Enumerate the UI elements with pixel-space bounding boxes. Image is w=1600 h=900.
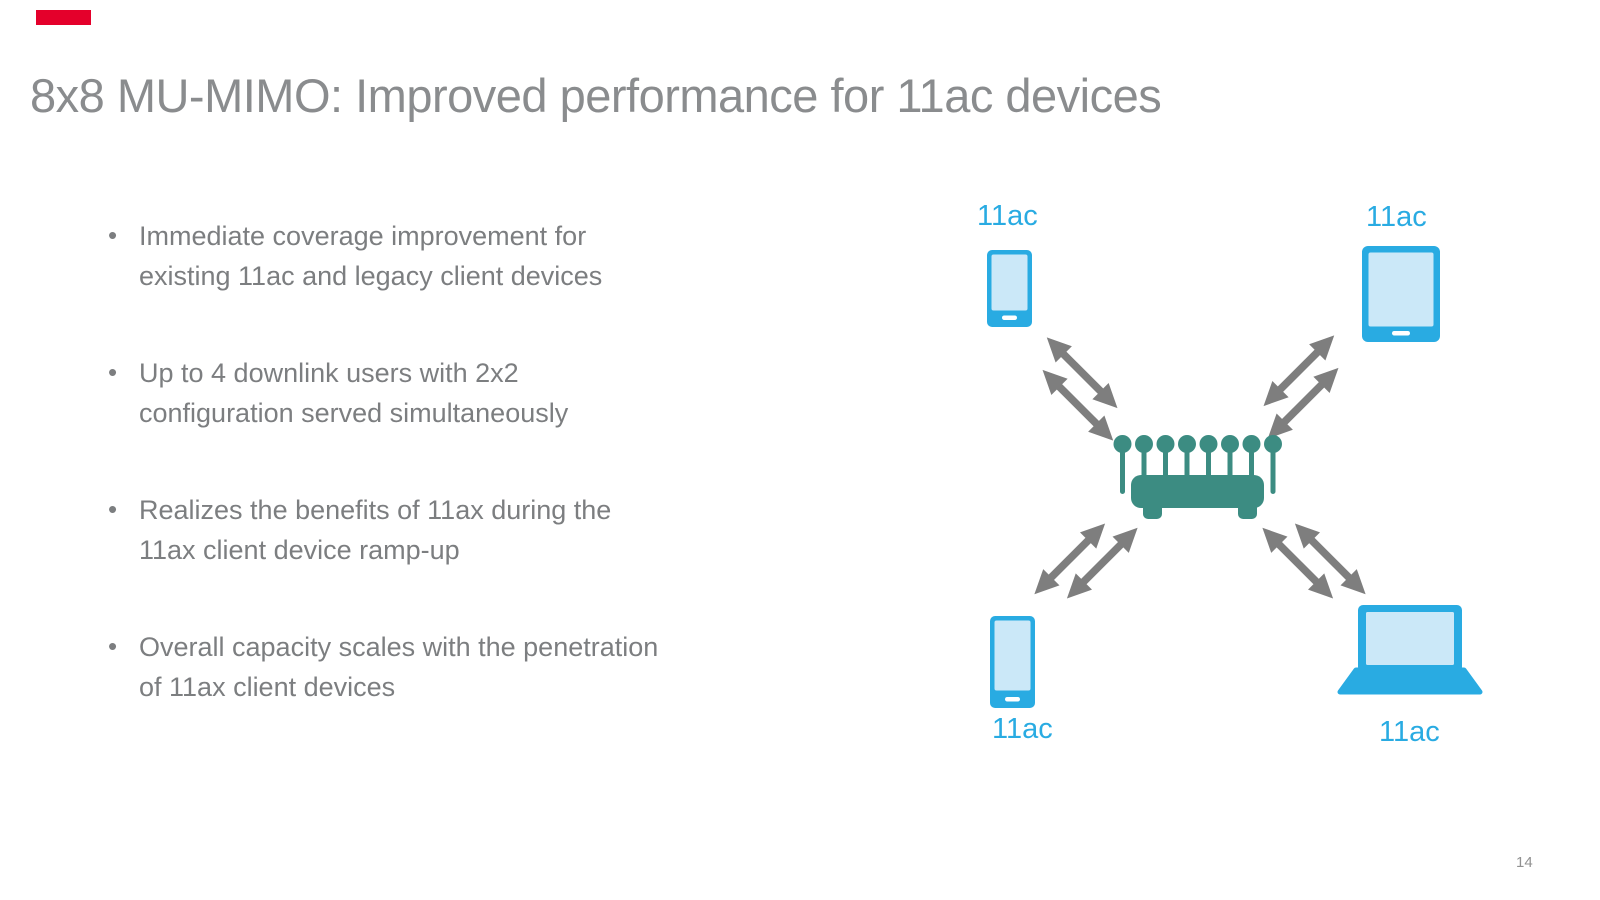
- link-arrows-top-left: [1034, 329, 1126, 449]
- link-arrows-bottom-left: [1026, 515, 1146, 607]
- brand-logo: [36, 10, 91, 25]
- link-arrows-bottom-right: [1254, 515, 1374, 607]
- bullet-icon: •: [108, 494, 118, 524]
- page-number: 14: [1516, 854, 1533, 871]
- laptop-icon: [1337, 605, 1483, 695]
- device-label-top-left: 11ac: [977, 200, 1038, 232]
- bullet-icon: •: [108, 631, 118, 661]
- smartphone-icon: [990, 616, 1035, 708]
- list-item: • Up to 4 downlink users with 2x2 configu…: [106, 353, 779, 433]
- page-title: 8x8 MU-MIMO: Improved performance for 11…: [30, 69, 1162, 122]
- device-label-top-right: 11ac: [1366, 201, 1427, 233]
- list-item: • Immediate coverage improvement for exis…: [106, 216, 779, 296]
- bullet-icon: •: [108, 220, 118, 250]
- device-label-bottom-right: 11ac: [1379, 716, 1440, 748]
- smartphone-icon: [987, 250, 1032, 327]
- bullet-list: • Immediate coverage improvement for exis…: [106, 216, 779, 764]
- list-item: Overall capacity scales with the penetra…: [106, 627, 779, 707]
- bullet-text: Immediate coverage improvement for exist…: [139, 221, 603, 291]
- bullet-text: Overall capacity scales with the penetra…: [139, 632, 659, 702]
- bullet-icon: •: [108, 357, 118, 387]
- router-8-antenna-icon: [1113, 435, 1282, 519]
- link-arrows-top-right: [1255, 327, 1347, 447]
- list-item: • Realizes the benefits of 11ax during th…: [106, 490, 779, 570]
- tablet-icon: [1362, 246, 1440, 342]
- device-label-bottom-left: 11ac: [992, 713, 1053, 745]
- bullet-text: Realizes the benefits of 11ax during the…: [139, 495, 612, 565]
- bullet-text: Up to 4 downlink users with 2x2 configur…: [139, 358, 569, 428]
